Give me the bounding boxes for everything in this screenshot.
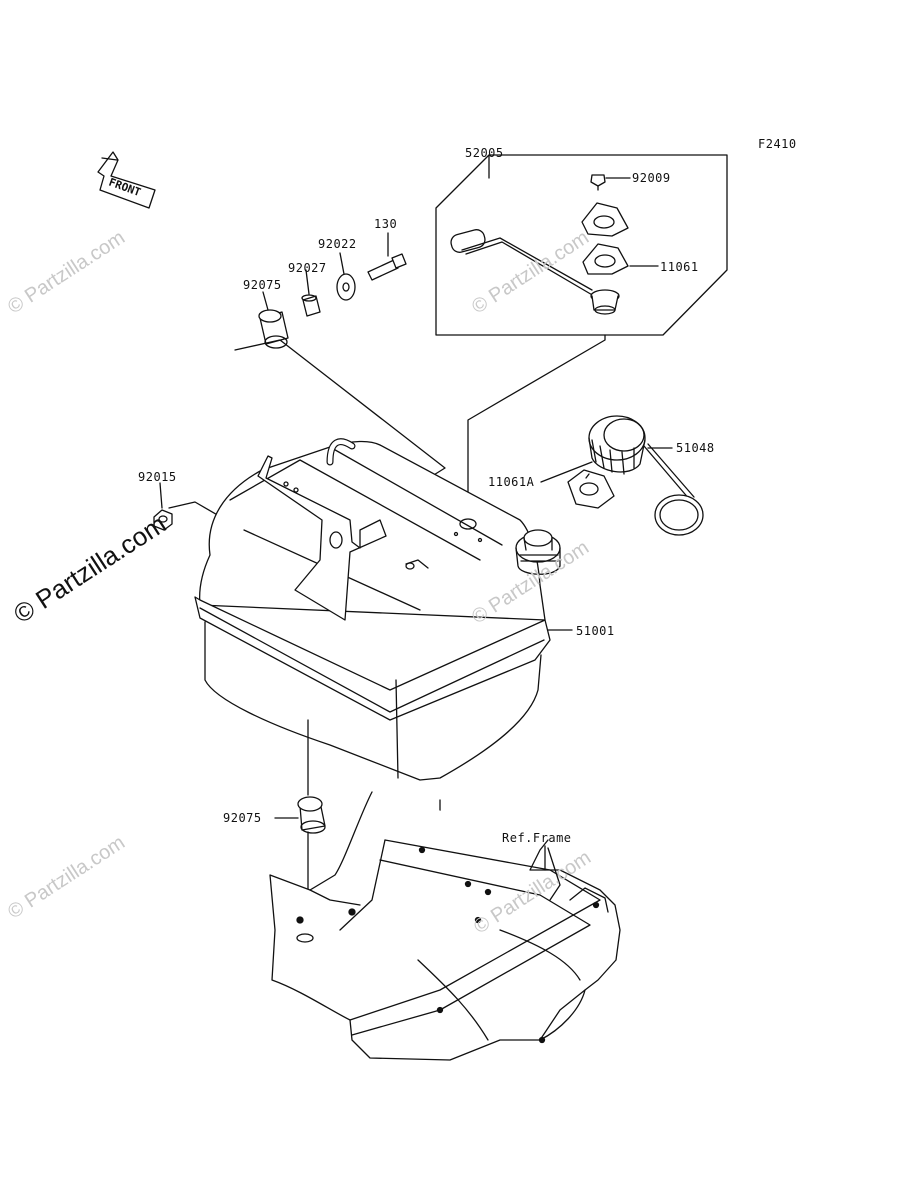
bolt-130 (367, 232, 407, 281)
gasket-11061 (582, 243, 659, 275)
part-label-92015: 92015 (138, 470, 177, 484)
part-label-92027: 92027 (288, 261, 327, 275)
gasket-11061A (567, 469, 615, 509)
part-label-92022: 92022 (318, 237, 357, 251)
front-arrow-icon: FRONT (97, 151, 156, 209)
fuel-tank-51001 (194, 438, 573, 781)
figure-id: F2410 (758, 137, 797, 151)
part-label-11061: 11061 (660, 260, 699, 274)
washer-92022 (336, 252, 356, 301)
part-label-92075-top: 92075 (243, 278, 282, 292)
fuel-cap-51048 (588, 415, 704, 536)
grommet-92075-bottom (274, 719, 441, 936)
part-label-130: 130 (374, 217, 398, 231)
screw-92009 (590, 174, 631, 191)
part-label-92009: 92009 (632, 171, 671, 185)
part-label-51048: 51048 (676, 441, 715, 455)
part-label-11061A: 11061A (488, 475, 535, 489)
ref-frame-label: Ref.Frame (502, 831, 572, 845)
collar-92027 (301, 269, 321, 317)
part-label-51001: 51001 (576, 624, 615, 638)
part-label-52005: 52005 (465, 146, 504, 160)
grommet-92075-top (258, 291, 289, 349)
gauge-kit-box (435, 154, 728, 336)
nut-92015 (153, 482, 173, 531)
gauge-plate (581, 202, 629, 237)
part-label-92075-bottom: 92075 (223, 811, 262, 825)
reference-frame (269, 791, 621, 1061)
fuel-gauge-sender (450, 229, 620, 513)
